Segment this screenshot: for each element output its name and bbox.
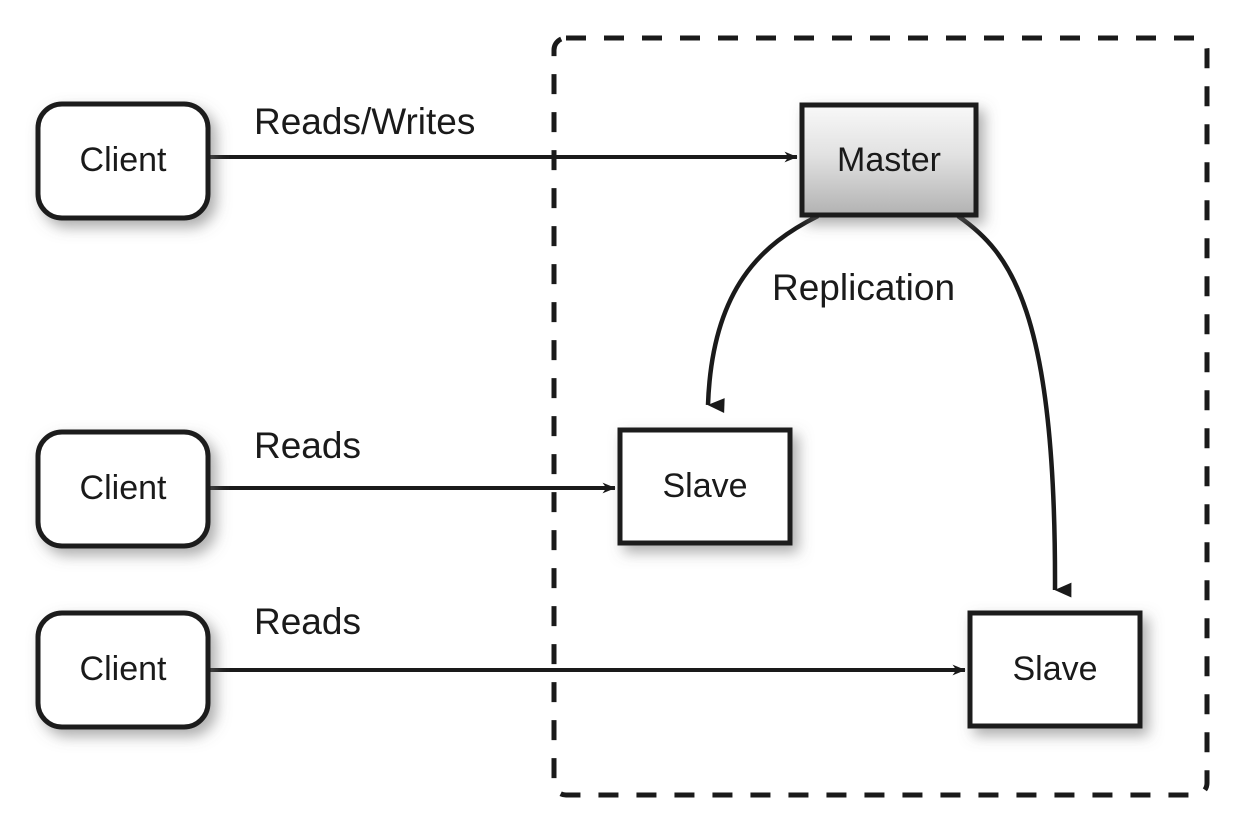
master-label: Master: [837, 141, 941, 179]
slave-one-box[interactable]: [617, 427, 793, 546]
client-top-label: Client: [80, 141, 167, 179]
slave-two-box[interactable]: [967, 610, 1143, 729]
node-client-top[interactable]: Client: [35, 101, 211, 221]
client-middle-box[interactable]: [35, 429, 211, 549]
node-master[interactable]: Master: [799, 102, 979, 218]
client-bottom-label: Client: [80, 650, 167, 688]
edge-label-reads-writes: Reads/Writes: [254, 101, 475, 142]
node-client-bottom[interactable]: Client: [35, 610, 211, 730]
client-middle-label: Client: [80, 469, 167, 507]
node-slave-one[interactable]: Slave: [617, 427, 793, 546]
slave-one-label: Slave: [662, 467, 747, 505]
edge-master-to-slave-one: [705, 213, 820, 413]
client-bottom-box[interactable]: [35, 610, 211, 730]
edge-label-reads-bottom: Reads: [254, 601, 361, 642]
replication-boundary: [551, 35, 1210, 798]
master-box[interactable]: [799, 102, 979, 218]
node-slave-two[interactable]: Slave: [967, 610, 1143, 729]
client-top-box[interactable]: [35, 101, 211, 221]
node-client-middle[interactable]: Client: [35, 429, 211, 549]
edge-label-replication: Replication: [772, 267, 955, 308]
slave-two-label: Slave: [1012, 650, 1097, 688]
edge-master-to-slave-two: [956, 214, 1072, 598]
edge-label-reads-middle: Reads: [254, 425, 361, 466]
